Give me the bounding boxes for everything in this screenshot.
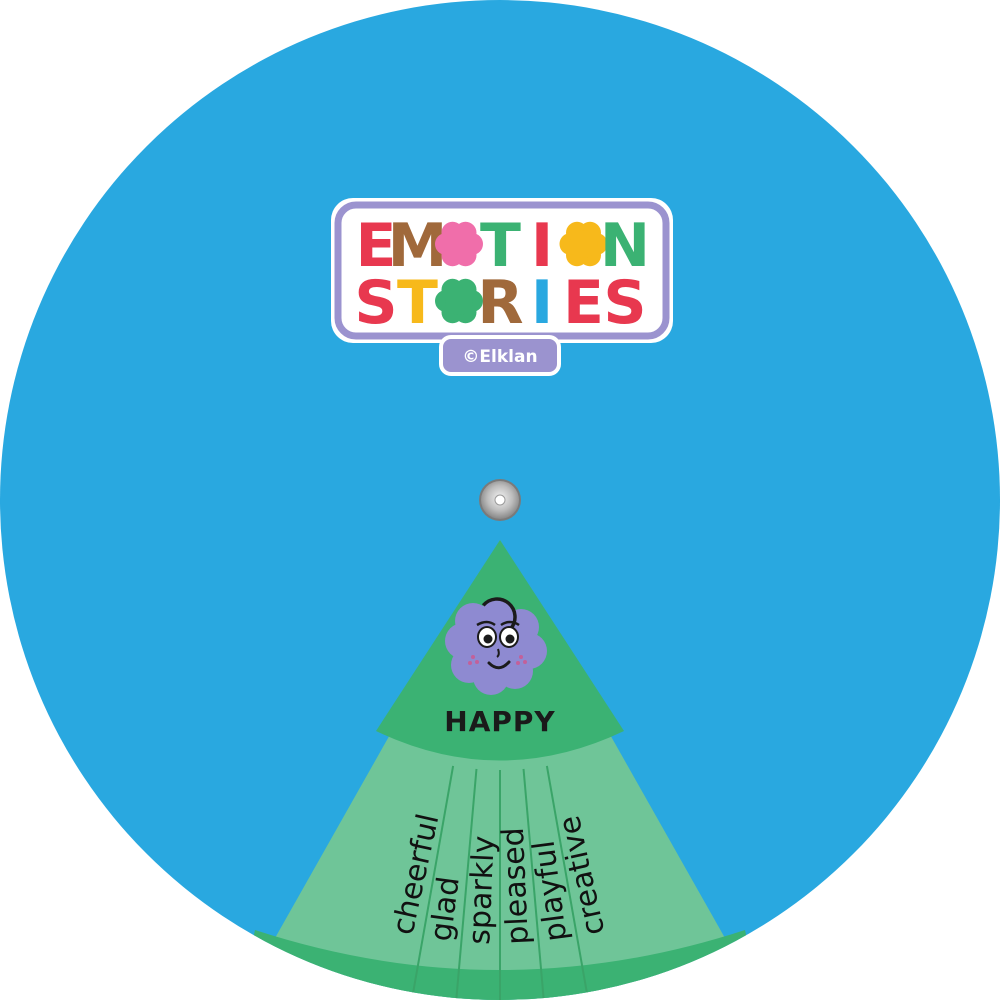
- word-divider: [522, 768, 547, 1000]
- word-glad: glad: [424, 875, 467, 944]
- word-divider: [453, 768, 478, 1000]
- center-pin[interactable]: [479, 479, 521, 521]
- logo-letter: I: [531, 211, 553, 281]
- logo-letter: E: [563, 268, 604, 338]
- logo-letter: T: [397, 268, 438, 338]
- logo-credit-tab: [439, 335, 561, 376]
- logo-flower-letter-o: [559, 221, 608, 267]
- word-pleased: pleased: [496, 827, 536, 946]
- word-divider: [545, 765, 592, 1000]
- logo-letter: S: [603, 268, 646, 338]
- logo-credit: ©Elklan: [462, 347, 537, 367]
- logo-letter: R: [477, 268, 523, 338]
- logo-flower-letter-o: [435, 278, 483, 324]
- logo-letter: E: [356, 211, 397, 281]
- word-sparkly: sparkly: [462, 835, 502, 945]
- logo-letter: N: [600, 211, 650, 281]
- wedge-bottom-band: [240, 930, 760, 1000]
- happy-cloud-face-icon: [445, 597, 547, 695]
- logo-flower-letter-o: [435, 221, 483, 267]
- logo-letter: I: [531, 268, 553, 338]
- logo-letter: T: [480, 211, 521, 281]
- logo-letter: S: [354, 268, 397, 338]
- word-dividers: [408, 765, 592, 1000]
- emotion-wedge: cheerfulgladsparklypleasedplayfulcreativ…: [240, 540, 760, 1000]
- emotion-label: HAPPY: [444, 705, 555, 738]
- word-divider: [408, 765, 455, 1000]
